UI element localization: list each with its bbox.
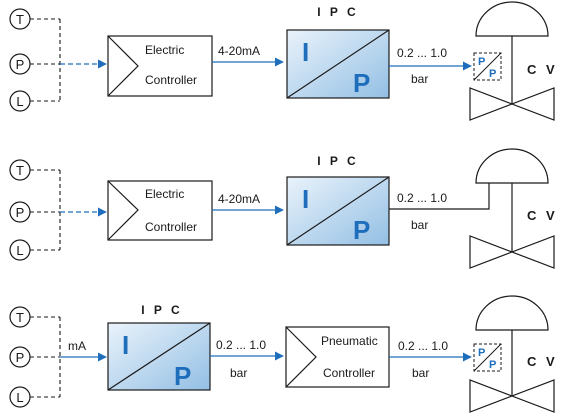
control-valve-icon [469, 295, 555, 413]
svg-text:T: T [16, 12, 24, 27]
ipc-title: I P C [317, 5, 358, 19]
svg-text:L: L [16, 94, 23, 109]
control-valve-label: C V [527, 208, 558, 223]
svg-text:P: P [489, 359, 496, 371]
pressure-range-1: 0.2 ... 1.0 [216, 338, 266, 352]
controller-label-line1: Electric [145, 43, 184, 57]
ipc-output-letter: P [353, 215, 370, 245]
svg-text:L: L [16, 243, 23, 258]
controller-label-line1: Electric [145, 187, 184, 201]
pressure-range: 0.2 ... 1.0 [397, 191, 447, 205]
sensor-signal-lines [30, 316, 61, 398]
pressure-unit: bar [411, 218, 428, 232]
ipc-output-letter: P [174, 361, 191, 391]
ipc-input-letter: I [302, 37, 309, 67]
loop-row-2: T P L Electric Controller 4-20mA I P C [9, 148, 558, 269]
svg-text:L: L [16, 390, 23, 405]
controller-label-line2: Controller [145, 73, 197, 87]
svg-text:P: P [478, 347, 485, 359]
pneumatic-controller-box: Pneumatic Controller [285, 326, 390, 388]
sensor-l-icon: L [9, 90, 31, 112]
control-valve-label: C V [527, 354, 558, 369]
sensor-t-icon: T [9, 8, 31, 30]
pneumatic-signal-line [389, 183, 490, 210]
svg-text:P: P [16, 350, 25, 365]
ipc-output-letter: P [353, 68, 370, 98]
loop-row-1: T P L Electric Controller 4-20mA I P [9, 1, 558, 121]
pressure-unit-2: bar [412, 366, 429, 380]
ipc-title: I P C [141, 303, 182, 317]
svg-text:P: P [478, 56, 485, 68]
svg-text:T: T [16, 310, 24, 325]
ipc-input-letter: I [122, 330, 129, 360]
pressure-unit: bar [411, 72, 428, 86]
ipc-title: I P C [317, 154, 358, 168]
current-signal-label: 4-20mA [218, 192, 260, 206]
control-valve-label: C V [527, 62, 558, 77]
svg-text:T: T [16, 163, 24, 178]
sensor-t-icon: T [9, 306, 31, 328]
sensor-p-icon: P [9, 53, 31, 75]
current-signal-label: mA [68, 339, 86, 353]
ipc-input-letter: I [302, 184, 309, 214]
sensor-p-icon: P [9, 201, 31, 223]
electric-controller-box: Electric Controller [107, 180, 213, 241]
sensor-signal-lines [30, 18, 61, 102]
positioner-icon: P P [473, 343, 502, 372]
pressure-range: 0.2 ... 1.0 [397, 46, 447, 60]
control-valve-icon [469, 1, 555, 121]
ipc-converter-box: I P [286, 29, 390, 99]
pressure-range-2: 0.2 ... 1.0 [398, 339, 448, 353]
electric-controller-box: Electric Controller [107, 35, 213, 97]
ipc-converter-box: I P [107, 322, 211, 391]
control-valve-icon [469, 148, 555, 269]
ipc-converter-box: I P [286, 176, 390, 246]
positioner-icon: P P [473, 52, 502, 81]
current-signal-label: 4-20mA [218, 44, 260, 58]
controller-label-line2: Controller [323, 366, 375, 380]
sensor-signal-lines [30, 169, 61, 251]
sensor-l-icon: L [9, 386, 31, 408]
sensor-l-icon: L [9, 239, 31, 261]
loop-row-3: T P L mA I P C I P 0.2 ... 1.0 bar [9, 295, 558, 413]
svg-text:P: P [489, 68, 496, 80]
svg-text:P: P [16, 57, 25, 72]
controller-label-line2: Controller [145, 220, 197, 234]
sensor-t-icon: T [9, 159, 31, 181]
pressure-unit-1: bar [230, 366, 247, 380]
controller-label-line1: Pneumatic [321, 334, 378, 348]
sensor-p-icon: P [9, 346, 31, 368]
svg-text:P: P [16, 205, 25, 220]
